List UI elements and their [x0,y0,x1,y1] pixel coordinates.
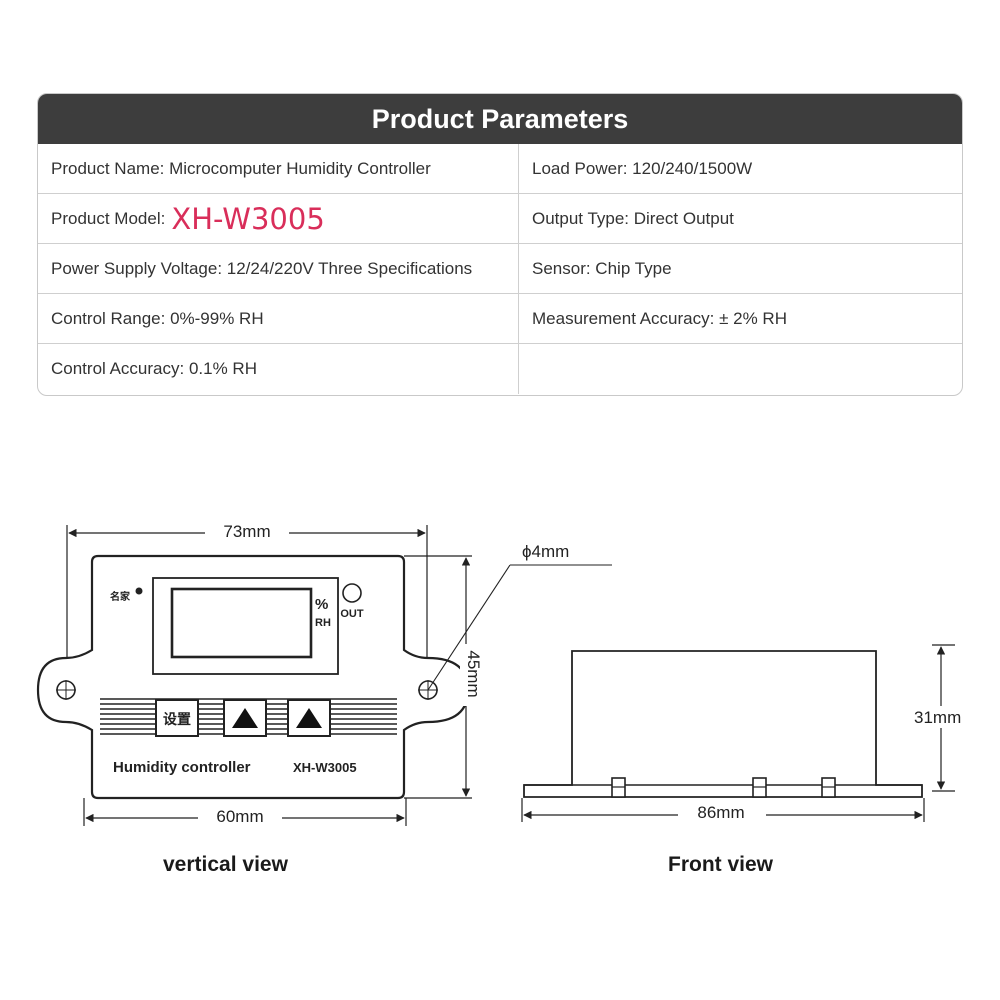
display-bezel [152,577,339,675]
caption-vertical-view: vertical view [163,853,288,876]
device-model-label: XH-W3005 [293,760,357,775]
param-power-supply: Power Supply Voltage: 12/24/220V Three S… [38,244,519,294]
params-grid: Product Name: Microcomputer Humidity Con… [38,144,962,394]
device-label: Humidity controller [113,759,251,776]
param-product-model: Product Model: XH-W3005 [38,194,519,244]
param-sensor: Sensor: Chip Type [519,244,962,294]
out-label: OUT [340,608,364,620]
dim-label-86mm: 86mm [697,803,744,822]
dim-label-bg [198,805,282,827]
param-load-power: Load Power: 120/240/1500W [519,144,962,194]
display-unit-percent: % [315,596,328,613]
dim-label-45mm: 45mm [464,650,483,697]
set-button-label: 设置 [163,711,191,727]
dim-label-31mm: 31mm [914,708,961,727]
dim-label-bg [910,706,964,728]
display-unit-rh: RH [315,617,331,629]
vertical-view-drawing [36,525,612,826]
set-button [155,699,199,737]
front-housing-outline [523,650,923,798]
dim-label-bg [460,644,474,706]
param-control-range: Control Range: 0%-99% RH [38,294,519,344]
param-control-accuracy: Control Accuracy: 0.1% RH [38,344,519,394]
caption-front-view: Front view [668,853,774,876]
front-view-drawing [521,644,955,822]
param-output-type: Output Type: Direct Output [519,194,962,244]
housing-outline [36,554,470,800]
dim-label-bg [205,519,289,543]
up-arrow-icon [232,708,258,728]
product-model-value: XH-W3005 [171,201,325,236]
brand-mark: 名家 [110,590,131,603]
dim-label-60mm: 60mm [216,807,263,826]
product-parameters-table: Product Parameters Product Name: Microco… [37,93,963,396]
out-led-indicator [342,583,362,603]
dim-label-hole-diameter: ϕ4mm [522,542,569,561]
brand-logo-dot [135,587,143,595]
up-arrow-icon [296,708,322,728]
product-model-label: Product Model: [51,208,166,228]
display-window [170,587,313,659]
param-product-name: Product Name: Microcomputer Humidity Con… [38,144,519,194]
dim-label-bg [678,802,766,824]
table-title: Product Parameters [38,94,962,144]
dim-label-73mm: 73mm [223,522,270,541]
param-measurement-accuracy: Measurement Accuracy: ± 2% RH [519,294,962,344]
